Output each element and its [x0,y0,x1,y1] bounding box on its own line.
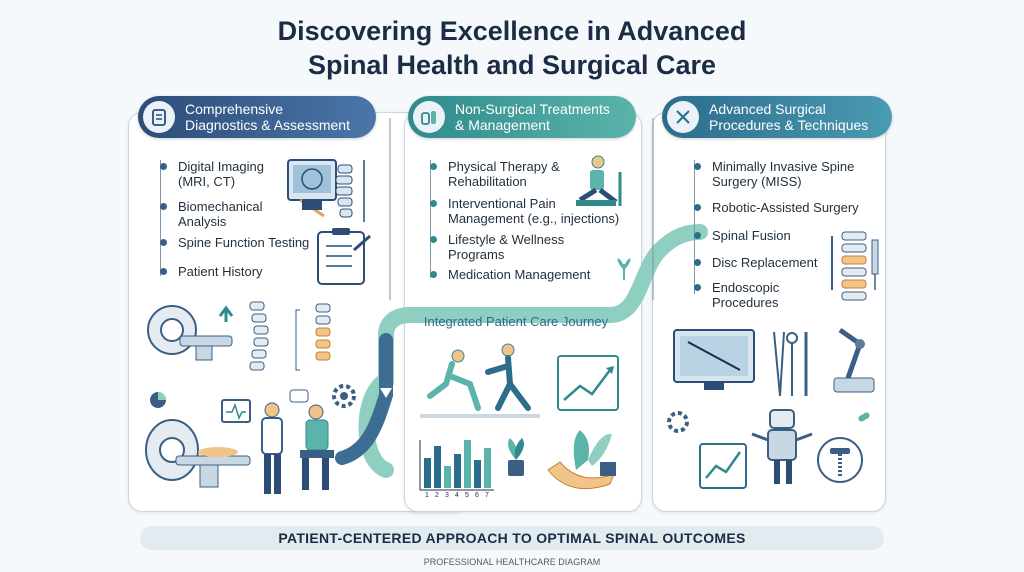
heart-monitor-icon [221,399,251,423]
clipboard-icon [143,101,175,133]
page-title: Discovering Excellence in Advanced Spina… [0,14,1024,82]
bullet-dot [694,163,701,170]
axis-label: 7 [485,492,489,499]
surgical-instruments-icon [773,331,808,397]
robotic-arm-icon [833,327,875,393]
header-treatment-line-2: & Management [455,117,550,133]
bullet-dot [694,259,701,266]
gear-icon [332,384,356,408]
footer-caption: PROFESSIONAL HEALTHCARE DIAGRAM [423,557,601,567]
header-surgery-line-1: Advanced Surgical [709,101,826,117]
checklist-clipboard-icon [317,228,371,285]
header-treatment-line-1: Non-Surgical Treatments [455,101,610,117]
gear-icon-surgery [667,411,689,433]
caring-hands-plant-icon [547,430,616,490]
sprout-icon [617,258,631,280]
list-item: Medication Management [430,267,638,282]
journey-arrow-left [380,388,392,398]
spinal-implant-icon [817,437,863,483]
speech-bubble-icon [289,389,309,403]
bar-chart-axis-labels: 1 2 3 4 5 6 7 [422,492,502,499]
title-line-2: Spinal Health and Surgical Care [307,50,717,80]
exercise-figures-icon [420,343,540,418]
list-item: Spine Function Testing [160,235,368,250]
bullet-dot [160,239,167,246]
list-item: Digital Imaging(MRI, CT) [160,159,368,189]
axis-label: 2 [435,492,439,499]
bullet-dot [430,236,437,243]
axis-label: 6 [475,492,479,499]
mri-scanner-icon-bottom [145,419,251,488]
bullet-dot [430,200,437,207]
spine-highlight-icon [295,303,331,371]
journey-ribbon [358,224,708,478]
list-item: Physical Therapy &Rehabilitation [430,159,638,189]
syringe-icon [831,236,879,290]
bullet-dot [694,204,701,211]
patient-figure-icon [300,404,334,490]
growth-chart-icon-top [557,355,619,411]
bullet-dot [160,203,167,210]
bullet-dot [430,271,437,278]
bullet-dot [694,284,701,291]
header-treatment: Non-Surgical Treatments & Management [408,96,636,138]
growth-chart-icon-bottom [699,443,747,489]
list-line-surgery [694,160,695,294]
header-diagnostics: Comprehensive Diagnostics & Assessment [138,96,376,138]
surgical-tools-icon [667,101,699,133]
pill-icon [858,412,870,422]
header-surgery-line-2: Procedures & Techniques [709,117,869,133]
list-line-diagnostics [160,160,161,276]
pie-chart-icon [150,392,166,408]
medicine-icon [413,101,445,133]
bullet-dot [160,163,167,170]
header-surgery: Advanced Surgical Procedures & Technique… [662,96,892,138]
list-item: Robotic-Assisted Surgery [694,200,902,215]
arrow-up-icon [218,305,234,322]
bullet-dot [430,163,437,170]
doctor-figure-icon [261,402,283,494]
axis-label: 1 [425,492,429,499]
mri-scanner-icon-top [147,305,233,361]
list-item: Disc Replacement [694,255,902,270]
axis-label: 4 [455,492,459,499]
header-diagnostics-line-1: Comprehensive [185,101,284,117]
spine-icon-middle [249,301,269,371]
plant-pot-icon [508,438,524,476]
bullet-dot [160,268,167,275]
spine-icon-surgery [841,231,867,301]
list-line-treatment [430,160,431,278]
axis-label: 5 [465,492,469,499]
header-diagnostics-line-2: Diagnostics & Assessment [185,117,350,133]
bullet-dot [694,232,701,239]
list-item: Patient History [160,264,368,279]
surgical-monitor-icon [673,329,755,390]
spine-icon-top [335,160,365,222]
physical-therapy-icon [576,155,622,206]
journey-label: Integrated Patient Care Journey [423,314,609,329]
list-item: Spinal Fusion [694,228,902,243]
axis-label: 3 [445,492,449,499]
surgical-robot-icon [751,409,813,484]
bottom-banner: PATIENT-CENTERED APPROACH TO OPTIMAL SPI… [140,526,884,550]
bar-chart-icon [419,440,494,491]
title-line-1: Discovering Excellence in Advanced [277,16,747,46]
